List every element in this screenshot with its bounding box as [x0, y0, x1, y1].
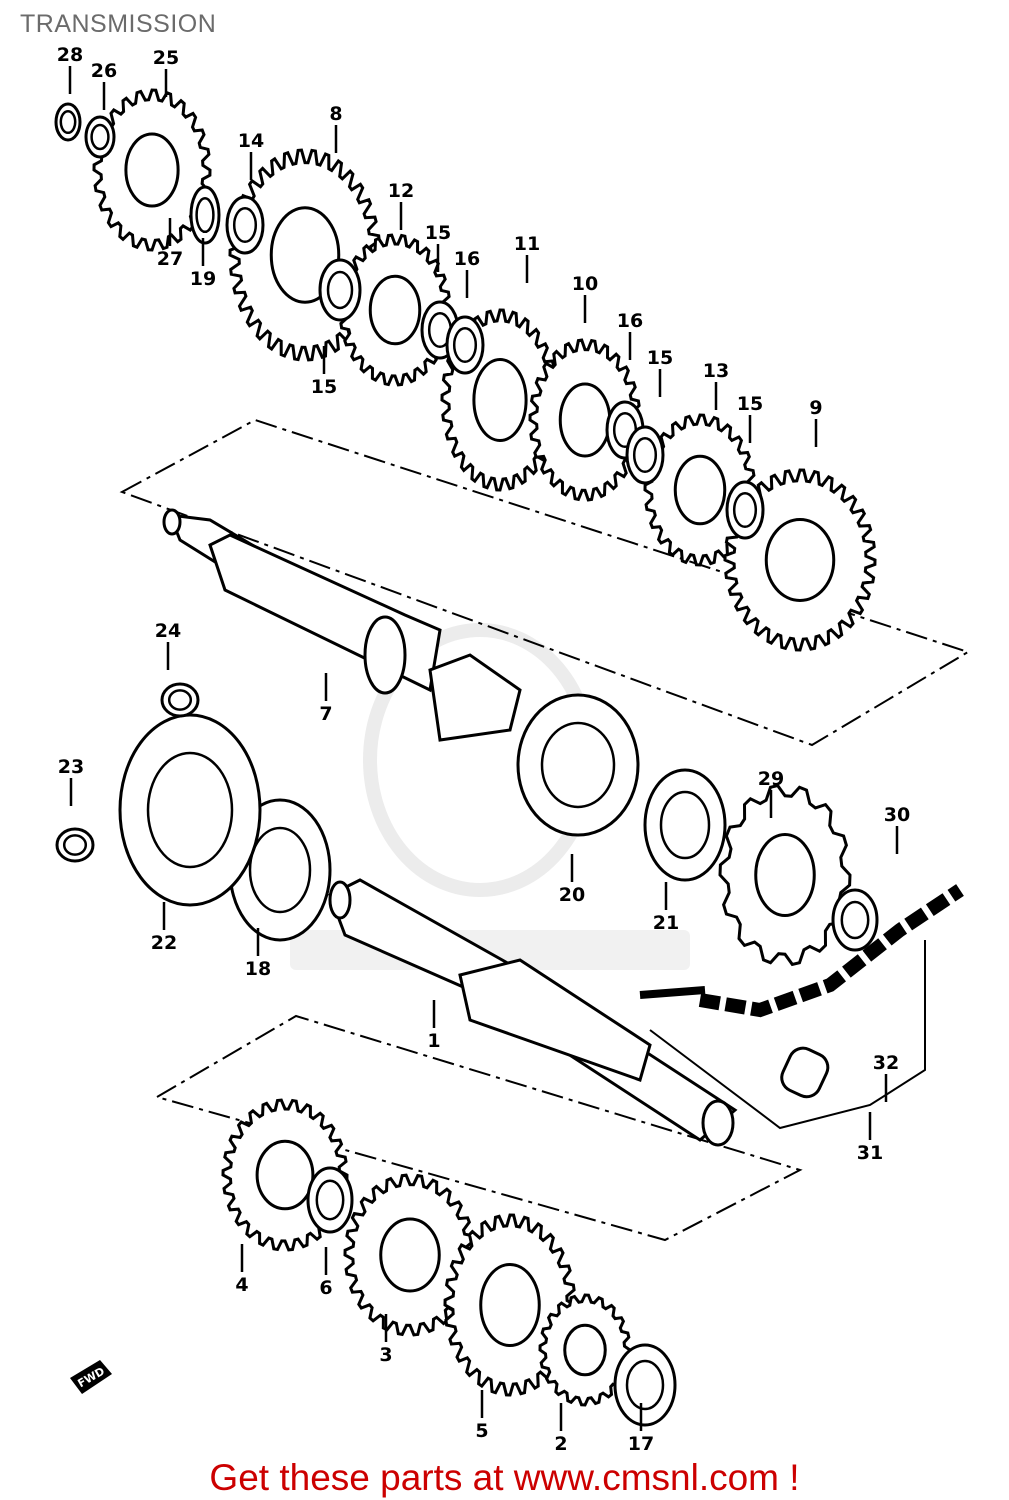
- callout-2: 2: [554, 1433, 567, 1455]
- callout-3: 3: [379, 1344, 392, 1366]
- gear-12: [338, 233, 452, 387]
- circlip-15: [318, 258, 362, 322]
- callout-16: 16: [454, 248, 480, 270]
- circlip-6: [306, 1166, 354, 1234]
- callout-15: 15: [737, 393, 763, 415]
- assembly-boxes: [119, 418, 971, 1242]
- callout-25: 25: [153, 47, 179, 69]
- countershaft-7: [162, 508, 522, 742]
- gear-10: [528, 338, 642, 502]
- callout-11: 11: [514, 233, 540, 255]
- bearing-17: [613, 1343, 677, 1427]
- callout-23: 23: [58, 756, 84, 778]
- circlip-15: [625, 425, 665, 485]
- oil-seal-21: [643, 768, 727, 882]
- washer-28: [54, 102, 82, 142]
- callout-30: 30: [884, 804, 910, 826]
- sprocket-29: [718, 783, 852, 967]
- bushing-19: [189, 185, 221, 245]
- callout-8: 8: [329, 103, 342, 125]
- callout-20: 20: [559, 884, 585, 906]
- callout-9: 9: [809, 397, 822, 419]
- callout-17: 17: [628, 1433, 654, 1455]
- footer-link[interactable]: Get these parts at www.cmsnl.com !: [209, 1457, 800, 1498]
- diagram-title: TRANSMISSION: [20, 10, 217, 38]
- callout-24: 24: [155, 620, 181, 642]
- drive-chain: [639, 884, 964, 1099]
- callout-12: 12: [388, 180, 414, 202]
- callout-15: 15: [425, 222, 451, 244]
- callout-7: 7: [319, 703, 332, 725]
- callout-28: 28: [57, 44, 83, 66]
- retainer-30: [831, 888, 879, 952]
- callout-13: 13: [703, 360, 729, 382]
- callout-15: 15: [311, 376, 337, 398]
- driveshaft-1: [328, 878, 738, 1147]
- callout-22: 22: [151, 932, 177, 954]
- bolt-23: [55, 827, 95, 863]
- callout-19: 19: [190, 268, 216, 290]
- fwd-direction-marker: FWD: [70, 1360, 112, 1394]
- callout-27: 27: [157, 248, 183, 270]
- callout-29: 29: [758, 768, 784, 790]
- chain-group-bracket: [649, 940, 926, 1130]
- callout-10: 10: [572, 273, 598, 295]
- bolt-24: [160, 682, 200, 718]
- callout-26: 26: [91, 60, 117, 82]
- washer-14: [225, 195, 265, 255]
- callout-21: 21: [653, 912, 679, 934]
- gear-25: [92, 88, 212, 252]
- circlip-15: [725, 480, 765, 540]
- callout-15: 15: [647, 347, 673, 369]
- callout-4: 4: [235, 1274, 248, 1296]
- washer-26: [84, 115, 116, 159]
- gear-3: [343, 1173, 477, 1337]
- callout-16: 16: [617, 310, 643, 332]
- callout-1: 1: [427, 1030, 440, 1052]
- washer-16: [445, 315, 485, 375]
- callout-5: 5: [475, 1420, 488, 1442]
- driveshaft-group-box: [154, 1014, 803, 1242]
- bearing-20: [516, 693, 640, 837]
- callout-6: 6: [319, 1277, 332, 1299]
- callout-31: 31: [857, 1142, 883, 1164]
- callout-32: 32: [873, 1052, 899, 1074]
- callout-14: 14: [238, 130, 264, 152]
- gear-2: [538, 1293, 632, 1407]
- gasket-22: [118, 713, 262, 907]
- callout-18: 18: [245, 958, 271, 980]
